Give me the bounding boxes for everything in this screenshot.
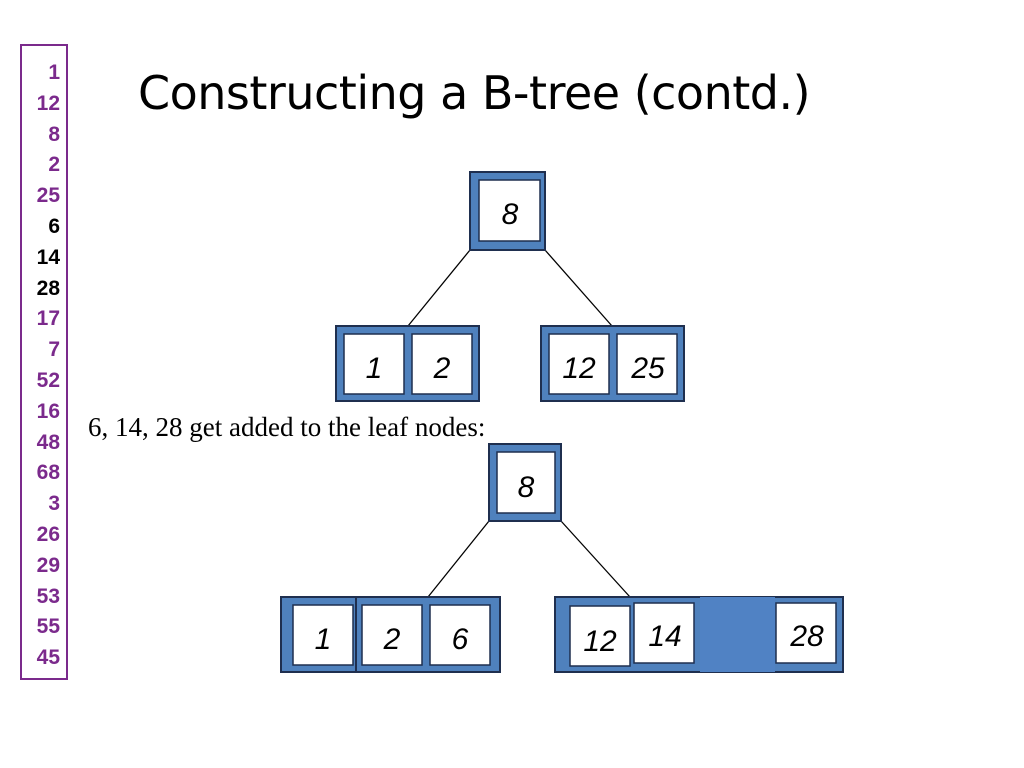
right-leaf-key: 12 xyxy=(562,352,596,385)
right-leaf-key: 14 xyxy=(648,620,681,653)
sequence-item: 3 xyxy=(48,492,60,516)
slide-title: Constructing a B-tree (contd.) xyxy=(138,66,811,120)
right-leaf-key-box xyxy=(616,333,678,395)
edge-root-to-left-leaf xyxy=(427,520,490,598)
left-leaf-overlap-frame xyxy=(355,596,501,673)
sequence-item: 16 xyxy=(36,399,60,423)
sequence-item: 28 xyxy=(36,276,60,300)
sequence-item: 26 xyxy=(36,522,60,546)
right-leaf-empty-slot xyxy=(700,597,775,672)
btree-before-insertion: 8 1 2 12 25 xyxy=(335,171,685,402)
insertion-sequence-panel: 1 12 8 2 25 6 14 28 17 7 52 16 48 68 3 26 29 53 55 45 xyxy=(20,44,68,680)
sequence-item: 8 xyxy=(48,122,60,146)
sequence-item: 25 xyxy=(36,184,60,208)
left-leaf-key-box xyxy=(429,604,491,666)
edge-root-to-right-leaf xyxy=(560,520,631,598)
sequence-item: 68 xyxy=(36,461,60,485)
insertion-sequence-list: 1 12 8 2 25 6 14 28 17 7 52 16 48 68 3 26 29 53 55 45 xyxy=(22,58,60,674)
right-leaf-key-box xyxy=(569,605,631,667)
left-leaf-key-box xyxy=(411,333,473,395)
sequence-item: 48 xyxy=(36,430,60,454)
right-leaf-key: 25 xyxy=(630,352,665,385)
root-key-box xyxy=(496,451,556,514)
root-key: 8 xyxy=(502,198,519,231)
left-leaf-key-box xyxy=(292,604,354,666)
sequence-item: 7 xyxy=(48,338,60,362)
left-leaf-key: 1 xyxy=(315,623,332,656)
root-key-box xyxy=(478,179,541,242)
right-leaf-key-box xyxy=(548,333,610,395)
edge-root-to-left-leaf xyxy=(407,249,471,327)
sequence-item: 12 xyxy=(36,91,60,115)
sequence-item: 29 xyxy=(36,553,60,577)
sequence-item: 53 xyxy=(36,584,60,608)
right-leaf-key: 12 xyxy=(583,625,617,658)
step-caption: 6, 14, 28 get added to the leaf nodes: xyxy=(88,412,486,442)
left-leaf-key: 2 xyxy=(433,352,451,385)
btree-after-insertion: 8 1 2 6 12 14 28 xyxy=(280,443,844,673)
left-leaf-key: 1 xyxy=(366,352,383,385)
right-leaf-key-box xyxy=(633,602,695,664)
right-leaf-key-box xyxy=(775,602,837,664)
sequence-item: 1 xyxy=(48,61,60,84)
edge-root-to-right-leaf xyxy=(544,249,613,327)
sequence-item: 55 xyxy=(36,615,60,639)
right-leaf-key: 28 xyxy=(789,620,824,653)
sequence-item: 14 xyxy=(36,245,60,269)
sequence-item: 52 xyxy=(36,368,60,392)
left-leaf-key-box xyxy=(343,333,405,395)
left-leaf-key-box xyxy=(361,604,423,666)
left-leaf-key: 6 xyxy=(452,623,469,656)
sequence-item: 17 xyxy=(36,307,60,331)
sequence-item: 45 xyxy=(36,646,60,670)
sequence-item: 2 xyxy=(48,153,60,177)
left-leaf-key: 2 xyxy=(383,623,401,656)
sequence-item: 6 xyxy=(48,214,60,238)
root-key: 8 xyxy=(518,471,535,504)
